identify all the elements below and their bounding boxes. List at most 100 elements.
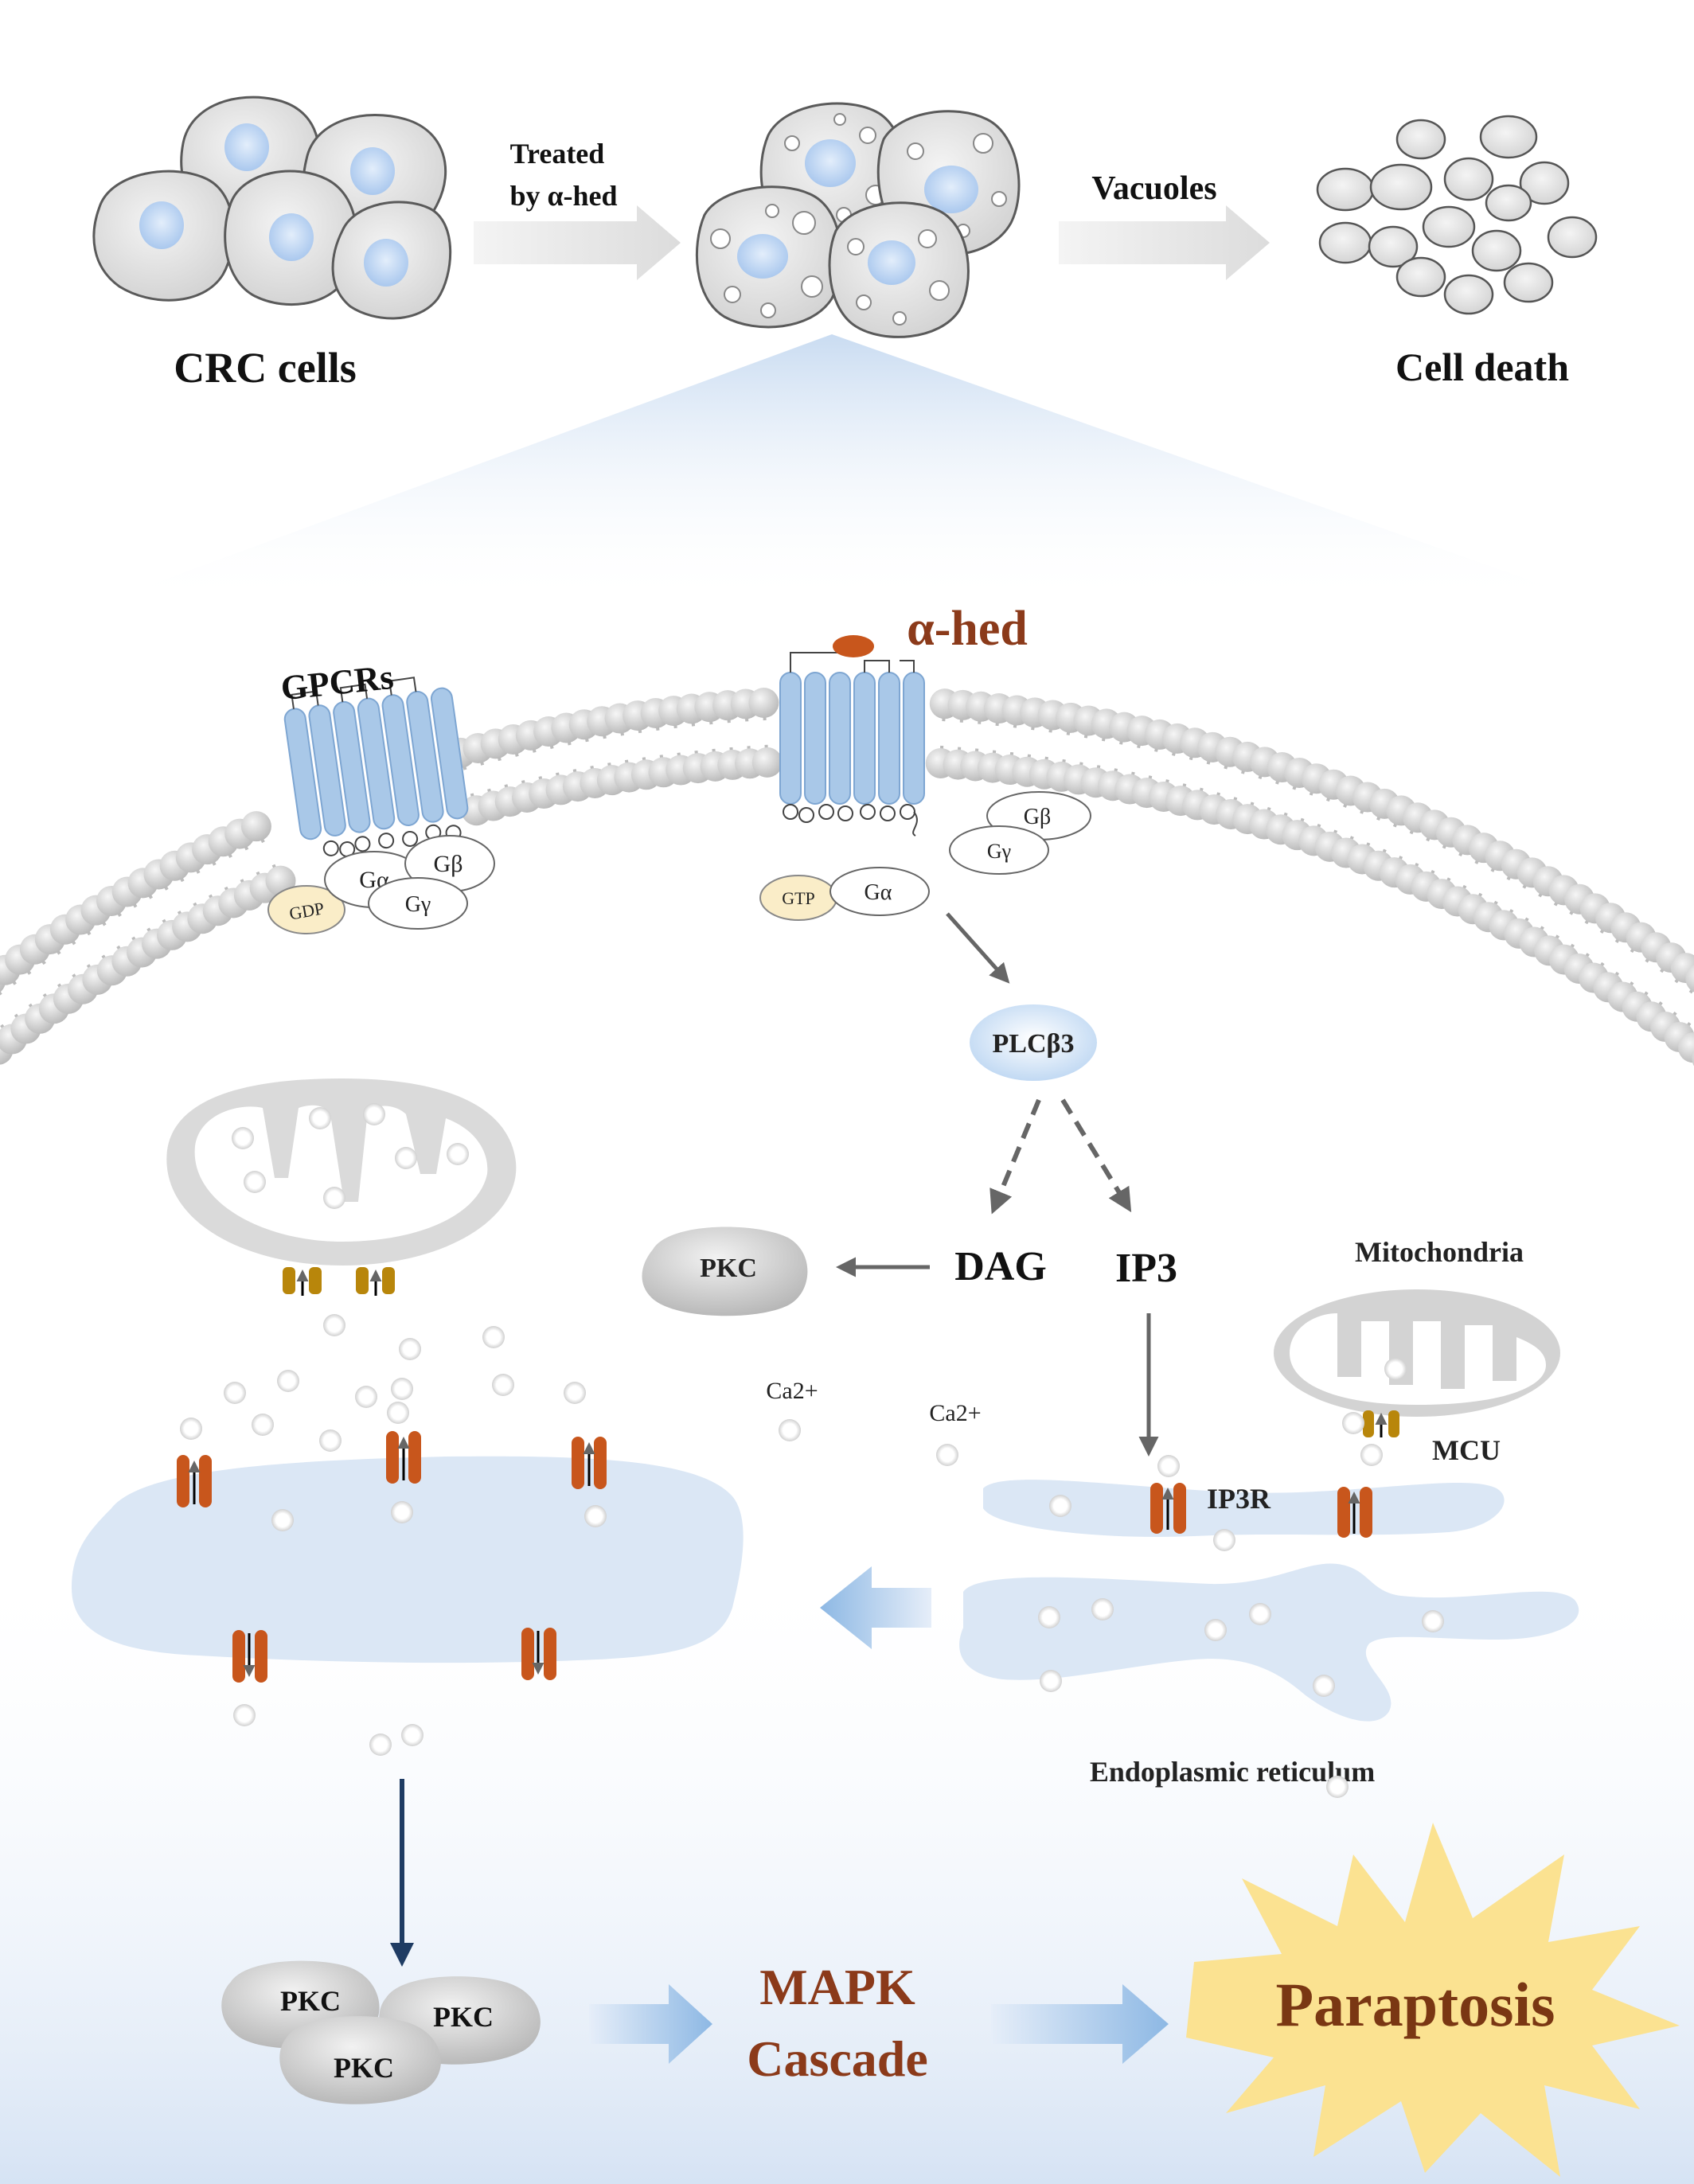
mitochondrion-left <box>166 1078 517 1266</box>
calcium-ion <box>482 1326 505 1348</box>
calcium-ion <box>244 1171 266 1193</box>
mapk-to-paraptosis-arrow <box>991 1984 1169 2064</box>
calcium-ion <box>1157 1455 1180 1477</box>
plcb3-label: PLCβ3 <box>993 1029 1075 1059</box>
calcium-ion <box>391 1501 413 1523</box>
vacuolated-cell <box>695 185 842 329</box>
treated-label-line2: by α-hed <box>509 180 617 212</box>
mapk-label-line1: MAPK <box>759 1959 915 2015</box>
calcium-ion <box>1342 1412 1364 1434</box>
calcium-ion-dots <box>180 1103 1444 1798</box>
calcium-ion <box>1040 1670 1062 1692</box>
gpcr-receptor-left <box>283 677 469 858</box>
calcium-ion <box>1049 1495 1071 1517</box>
paraptosis-label: Paraptosis <box>1276 1970 1555 2039</box>
calcium-ion <box>323 1314 345 1336</box>
mcu-channel-left-1 <box>283 1267 322 1296</box>
cell-membrane <box>0 688 1694 1067</box>
calcium-ion <box>1038 1606 1060 1628</box>
ip3-label: IP3 <box>1115 1246 1177 1291</box>
g-gamma-left <box>368 877 468 930</box>
calcium-ion <box>401 1724 424 1746</box>
calcium-ion <box>391 1378 413 1400</box>
calcium-ion <box>1313 1675 1335 1697</box>
calcium-ion <box>492 1374 514 1396</box>
calcium-ion <box>1422 1610 1444 1632</box>
calcium-ion <box>233 1704 256 1726</box>
calcium-ion <box>1091 1598 1114 1620</box>
mcu-channel <box>1363 1410 1399 1437</box>
gpcr-receptor-right <box>779 642 925 837</box>
calcium-ion <box>564 1382 586 1404</box>
ca-label-1: Ca2+ <box>766 1378 818 1404</box>
ca-label-2: Ca2+ <box>929 1400 981 1426</box>
g-gamma-right <box>949 825 1049 875</box>
ca-release-channel-left-1 <box>232 1630 267 1683</box>
lipid-head <box>1678 1032 1694 1063</box>
calcium-ion <box>395 1147 417 1169</box>
galpha-to-plc-arrow <box>946 912 1010 984</box>
plcb3-node <box>970 1004 1097 1081</box>
endoplasmic-reticulum <box>959 1480 1579 1722</box>
calcium-ion <box>1384 1358 1407 1380</box>
calcium-ion <box>779 1419 801 1441</box>
lipid-head <box>748 688 779 719</box>
calcium-ion <box>355 1386 377 1408</box>
mitochondria-label: Mitochondria <box>1355 1236 1524 1268</box>
calcium-ion <box>252 1414 274 1436</box>
pkc-cluster-label-3: PKC <box>334 2052 394 2084</box>
crc-cells-label: CRC cells <box>174 344 356 392</box>
pkc-label: PKC <box>700 1254 757 1283</box>
g-alpha-right-label: Gα <box>865 880 892 905</box>
calcium-ion <box>277 1370 299 1392</box>
lipid-head <box>1692 1050 1694 1067</box>
plc-to-ip3-arrow <box>1060 1098 1132 1213</box>
ip3r-channel-2 <box>1337 1487 1372 1538</box>
ip3r-label: IP3R <box>1207 1483 1271 1515</box>
calcium-ion <box>363 1103 385 1125</box>
cell-death-label: Cell death <box>1395 345 1569 389</box>
cell-death-fragments <box>1316 115 1598 315</box>
vacuolated-cell <box>828 201 970 338</box>
gpcrs-label: GPCRs <box>279 657 395 708</box>
ip3r-channel-left-1 <box>177 1455 212 1507</box>
endoplasmic-reticulum-left <box>72 1456 744 1663</box>
calcium-ion <box>1326 1776 1349 1798</box>
calcium-ion <box>180 1418 202 1440</box>
gtp-label: GTP <box>782 888 815 908</box>
ip3r-channel-left-2 <box>386 1431 421 1484</box>
calcium-ion <box>584 1505 607 1527</box>
pkc-cluster-label-1: PKC <box>280 1985 341 2017</box>
calcium-ion <box>447 1143 469 1165</box>
vacuoles-arrow <box>1059 205 1270 280</box>
g-gamma-right-label: Gγ <box>987 840 1011 863</box>
g-beta-right-label: Gβ <box>1024 805 1051 829</box>
crc-cells-group <box>92 96 452 320</box>
crc-cell <box>331 201 452 320</box>
g-gamma-left-label: Gγ <box>405 892 431 917</box>
calcium-ion <box>224 1382 246 1404</box>
mapk-label-line2: Cascade <box>747 2030 928 2087</box>
er-zoom-arrow <box>820 1566 931 1649</box>
calcium-ion <box>319 1429 342 1452</box>
treatment-arrow <box>474 205 681 280</box>
lipid-head <box>240 811 271 842</box>
dag-label: DAG <box>954 1244 1047 1289</box>
alpha-hed-label: α-hed <box>907 602 1028 656</box>
mcu-label: MCU <box>1432 1434 1501 1466</box>
g-protein-left: GDP Gα Gβ Gγ <box>267 835 495 934</box>
pkc-to-mapk-arrow <box>589 1984 712 2064</box>
calcium-ion <box>309 1107 331 1129</box>
lipid-head <box>1685 965 1694 993</box>
lipid-head <box>751 747 783 778</box>
calcium-ion <box>387 1402 409 1424</box>
calcium-ion <box>232 1127 254 1149</box>
ip3r-channel <box>1150 1483 1186 1534</box>
calcium-ion <box>1249 1603 1271 1625</box>
calcium-ion <box>399 1338 421 1360</box>
calcium-ion <box>1360 1444 1383 1466</box>
pkc-node <box>642 1227 808 1316</box>
calcium-ion <box>936 1444 958 1466</box>
calcium-ion <box>1213 1529 1235 1551</box>
